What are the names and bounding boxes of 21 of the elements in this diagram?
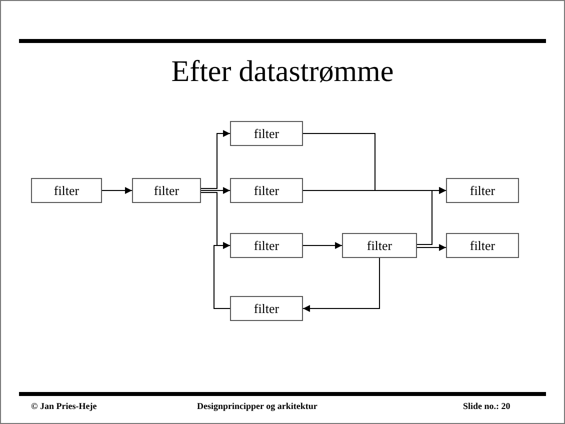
- arrow: [302, 258, 380, 312]
- arrow: [200, 187, 230, 194]
- arrow: [214, 242, 230, 309]
- footer-text: Slide no.: 20: [463, 401, 510, 411]
- filter-box: filter: [230, 233, 303, 258]
- arrow: [200, 130, 230, 189]
- slide-title: Efter datastrømme: [170, 55, 395, 89]
- filter-box: filter: [230, 178, 303, 203]
- filter-box: filter: [132, 178, 201, 203]
- footer-text: © Jan Pries-Heje: [31, 401, 97, 411]
- filter-box: filter: [230, 296, 303, 321]
- filter-box: filter: [31, 178, 102, 203]
- arrow: [302, 242, 342, 249]
- footer-text: Designprincipper og arkitektur: [197, 401, 318, 411]
- arrow: [416, 244, 446, 251]
- filter-box: filter: [446, 233, 519, 258]
- arrow: [416, 187, 446, 245]
- filter-box: filter: [446, 178, 519, 203]
- filter-box: filter: [230, 121, 303, 146]
- arrow: [102, 187, 132, 194]
- filter-box: filter: [342, 233, 417, 258]
